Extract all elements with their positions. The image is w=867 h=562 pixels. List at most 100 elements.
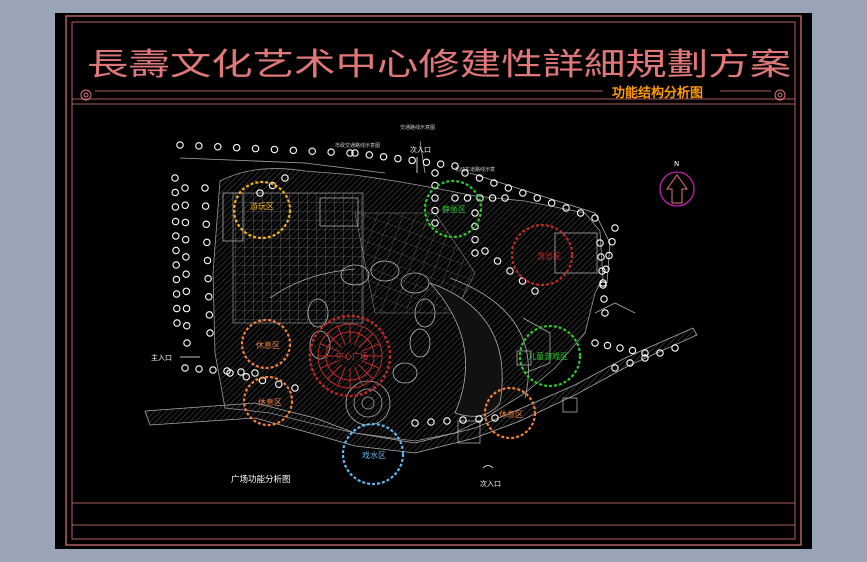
zone-label-play: 游玩区: [250, 201, 274, 211]
entrance-markers: 主入口 次入口 次入口: [151, 145, 501, 488]
tree-icon: [182, 304, 191, 313]
tree-icon: [182, 253, 190, 261]
zone-circle-play: [232, 180, 292, 240]
central-plaza: [308, 314, 392, 398]
zone-label-tour: 游览区: [537, 251, 561, 261]
plaza-spoke: [327, 333, 342, 348]
tree-icon: [171, 188, 179, 197]
drawing-canvas[interactable]: 長壽文化艺术中心修建性詳細規劃方案 功能结构分析图 N: [55, 13, 812, 549]
tree-icon: [431, 194, 439, 202]
tree-icon: [205, 311, 214, 319]
plaza-spoke: [327, 364, 342, 379]
tree-icon: [195, 142, 203, 150]
drawing-caption: 广场功能分析图: [231, 474, 291, 485]
tree-icon: [519, 189, 527, 197]
tree-icon: [171, 217, 180, 226]
plaza-spoke: [320, 360, 340, 369]
zone-labels: 游玩区 静坐区 游览区 休息区 中心广场 休息区 儿童游戏区 休息区 戏水区: [250, 201, 568, 460]
zone-label-rest-3: 休息区: [499, 409, 523, 419]
road-label-3: 机动车道路线示意: [455, 166, 495, 173]
tree-icon: [576, 209, 585, 217]
tree-icon: [443, 417, 451, 425]
tree-icon: [201, 184, 209, 192]
tree-icon: [671, 344, 679, 352]
tree-icon: [408, 156, 416, 165]
tree-icon: [181, 184, 189, 192]
tree-icon: [172, 275, 181, 284]
tree-icon: [591, 214, 599, 222]
tree-icon: [493, 257, 502, 265]
tree-icon: [365, 151, 374, 159]
zone-label-rest-2: 休息区: [258, 397, 282, 407]
tree-icon: [451, 194, 459, 202]
tree-icon: [195, 365, 203, 373]
tree-icon: [459, 416, 467, 424]
tree-icon: [603, 341, 612, 350]
tree-icon: [183, 322, 191, 330]
tree-icon: [201, 202, 210, 210]
tree-icon: [616, 344, 624, 352]
tree-icon: [281, 174, 289, 182]
tree-icon: [172, 261, 180, 269]
tree-icon: [427, 418, 435, 426]
tree-icon: [173, 319, 181, 327]
tree-icon: [183, 339, 191, 347]
tree-icon: [275, 380, 283, 388]
tree-icon: [602, 265, 610, 274]
zone-circle-tour: [510, 223, 574, 287]
zone-circle-rest-1: [240, 318, 292, 370]
tree-icon: [172, 246, 180, 255]
tree-icon: [601, 309, 609, 317]
zone-label-quiet: 静坐区: [442, 204, 466, 214]
tree-icon: [251, 369, 259, 377]
tree-icon: [471, 235, 479, 244]
tree-icon: [181, 218, 190, 227]
entrance-secondary-bottom: 次入口: [480, 479, 501, 488]
tree-icon: [490, 179, 498, 187]
tree-icon: [202, 220, 211, 229]
plaza-spoke: [360, 360, 380, 369]
tree-icon: [641, 349, 649, 357]
tree-icon: [181, 201, 189, 209]
zone-circle-kids: [518, 324, 582, 388]
tree-icon: [209, 366, 217, 374]
tree-icon: [289, 146, 298, 155]
plaza-spoke: [337, 366, 346, 386]
road-labels: 交通路线示意图 市政交通路线示意图 机动车道路线示意: [335, 124, 495, 173]
tree-icon: [351, 149, 359, 157]
tree-icon: [600, 295, 608, 303]
tree-icon: [203, 238, 211, 247]
tree-icon: [605, 251, 613, 260]
zone-circle-rest-2: [242, 375, 294, 427]
tree-icon: [599, 279, 607, 287]
tree-icon: [291, 384, 299, 392]
zone-label-central: 中心广场: [336, 351, 368, 361]
tree-icon: [501, 194, 509, 202]
drawing-frame: [65, 15, 802, 546]
tree-icon: [611, 224, 619, 232]
tree-icon: [597, 253, 605, 261]
tree-icon: [214, 143, 222, 151]
tree-icon: [411, 419, 419, 427]
tree-icon: [176, 141, 184, 149]
tree-icon: [533, 194, 541, 202]
tree-icon: [327, 148, 335, 156]
plaza-spoke: [354, 326, 363, 346]
tree-icon: [547, 199, 556, 207]
tree-icon: [205, 292, 213, 301]
tree-icon: [656, 349, 664, 357]
tree-icon: [181, 364, 189, 372]
tree-icon: [431, 206, 439, 215]
road-label-1: 交通路线示意图: [400, 124, 435, 131]
tree-icon: [506, 267, 514, 275]
zone-label-rest-1: 休息区: [256, 340, 280, 350]
tree-icon: [308, 147, 316, 155]
zone-markers: [232, 179, 582, 486]
tree-icon: [251, 144, 260, 153]
entrance-main: 主入口: [151, 353, 172, 362]
tree-icon: [232, 143, 241, 152]
zone-circle-water: [341, 422, 405, 486]
tree-icon: [172, 232, 180, 240]
plaza-spoke: [337, 326, 346, 346]
tree-icon: [172, 290, 181, 298]
